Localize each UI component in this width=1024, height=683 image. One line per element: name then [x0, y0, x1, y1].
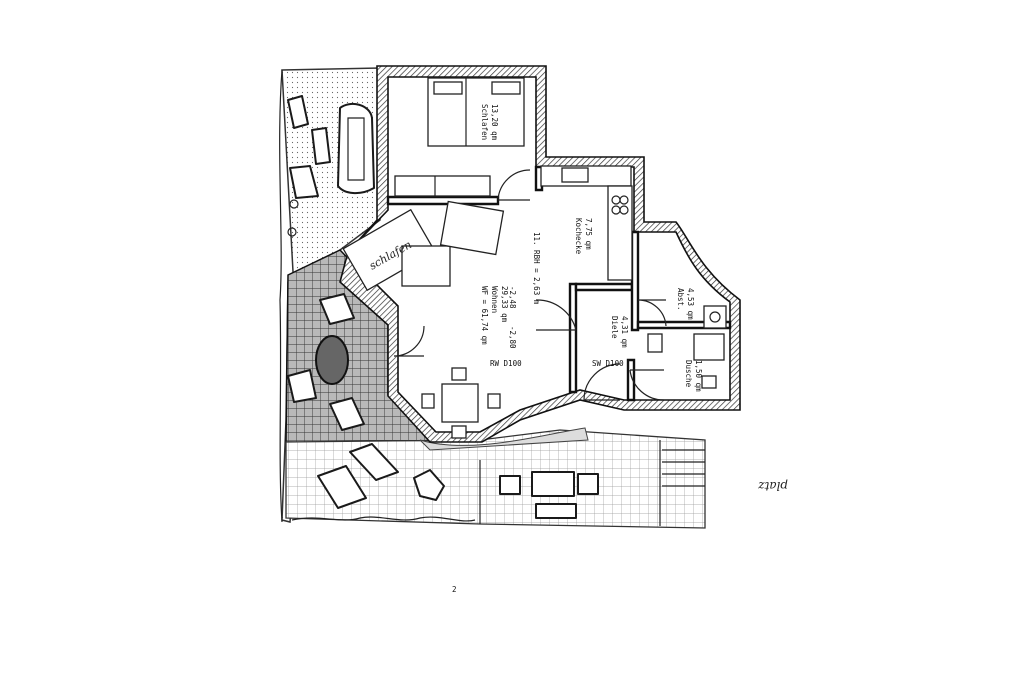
label-schlafen-area: 13,20 qm [490, 104, 499, 141]
door-diele [535, 299, 577, 331]
chair-1 [451, 367, 467, 381]
door-entry [583, 363, 621, 401]
terrace-furniture [287, 293, 365, 431]
label-abst: Abst. [676, 288, 685, 311]
hand-line [291, 516, 476, 522]
toilet-icon [647, 333, 663, 353]
label-door-sw: SW D100 [592, 359, 624, 368]
label-height-2: -2,80 [508, 326, 517, 349]
pillow-1 [433, 81, 463, 95]
shower-icon [693, 333, 725, 361]
chair-2 [421, 393, 435, 409]
sofa [342, 208, 436, 292]
patio-stripe [419, 427, 589, 451]
chair-3 [487, 393, 501, 409]
label-diele-area: 4,31 qm [620, 316, 629, 348]
label-wohnen: Wohnen [490, 286, 499, 313]
washbasin-icon [703, 305, 727, 329]
wardrobe [394, 175, 491, 197]
label-wf: WF = 61,74 qm [480, 286, 489, 345]
label-kochecke-area: 7,75 qm [584, 218, 593, 250]
chair-4 [451, 425, 467, 439]
dining-table [441, 383, 479, 423]
pillow-2 [491, 81, 521, 95]
door-schlafen [497, 169, 531, 201]
exterior-walls [339, 65, 741, 443]
label-dusche-area: 1,50 qm [694, 360, 703, 392]
label-schlafen: Schlafen [480, 104, 489, 140]
label-diele: Diele [610, 316, 619, 339]
label-door-rw: RW D100 [490, 359, 522, 368]
coffee-table [401, 245, 451, 287]
page-mark: 2 [452, 585, 457, 594]
partition-diele-top [574, 282, 634, 292]
door-abst [637, 299, 667, 327]
partition-schlafen [386, 195, 500, 206]
label-height-1: -2,48 [508, 286, 517, 309]
toilet-2-icon [701, 375, 717, 389]
label-wohnen-area: 29,33 qm [500, 286, 509, 323]
label-rbh: 11. RBH = 2,63 m [532, 232, 541, 305]
garden-edge [279, 69, 283, 523]
note-platz: platz [758, 479, 788, 493]
steps [662, 449, 705, 487]
armchair [439, 200, 505, 256]
partition-diele [568, 282, 578, 394]
door-dusche [629, 369, 665, 401]
patio-lower [285, 429, 706, 529]
sink-icon [561, 167, 589, 183]
door-wohnen [393, 325, 425, 357]
label-abst-area: 4,53 qm [686, 288, 695, 320]
label-dusche: Dusche [684, 360, 693, 388]
partition-abst [630, 230, 640, 332]
garden-furniture [287, 95, 375, 237]
label-kochecke: Kochecke [574, 218, 583, 255]
patio-furniture [317, 443, 599, 519]
